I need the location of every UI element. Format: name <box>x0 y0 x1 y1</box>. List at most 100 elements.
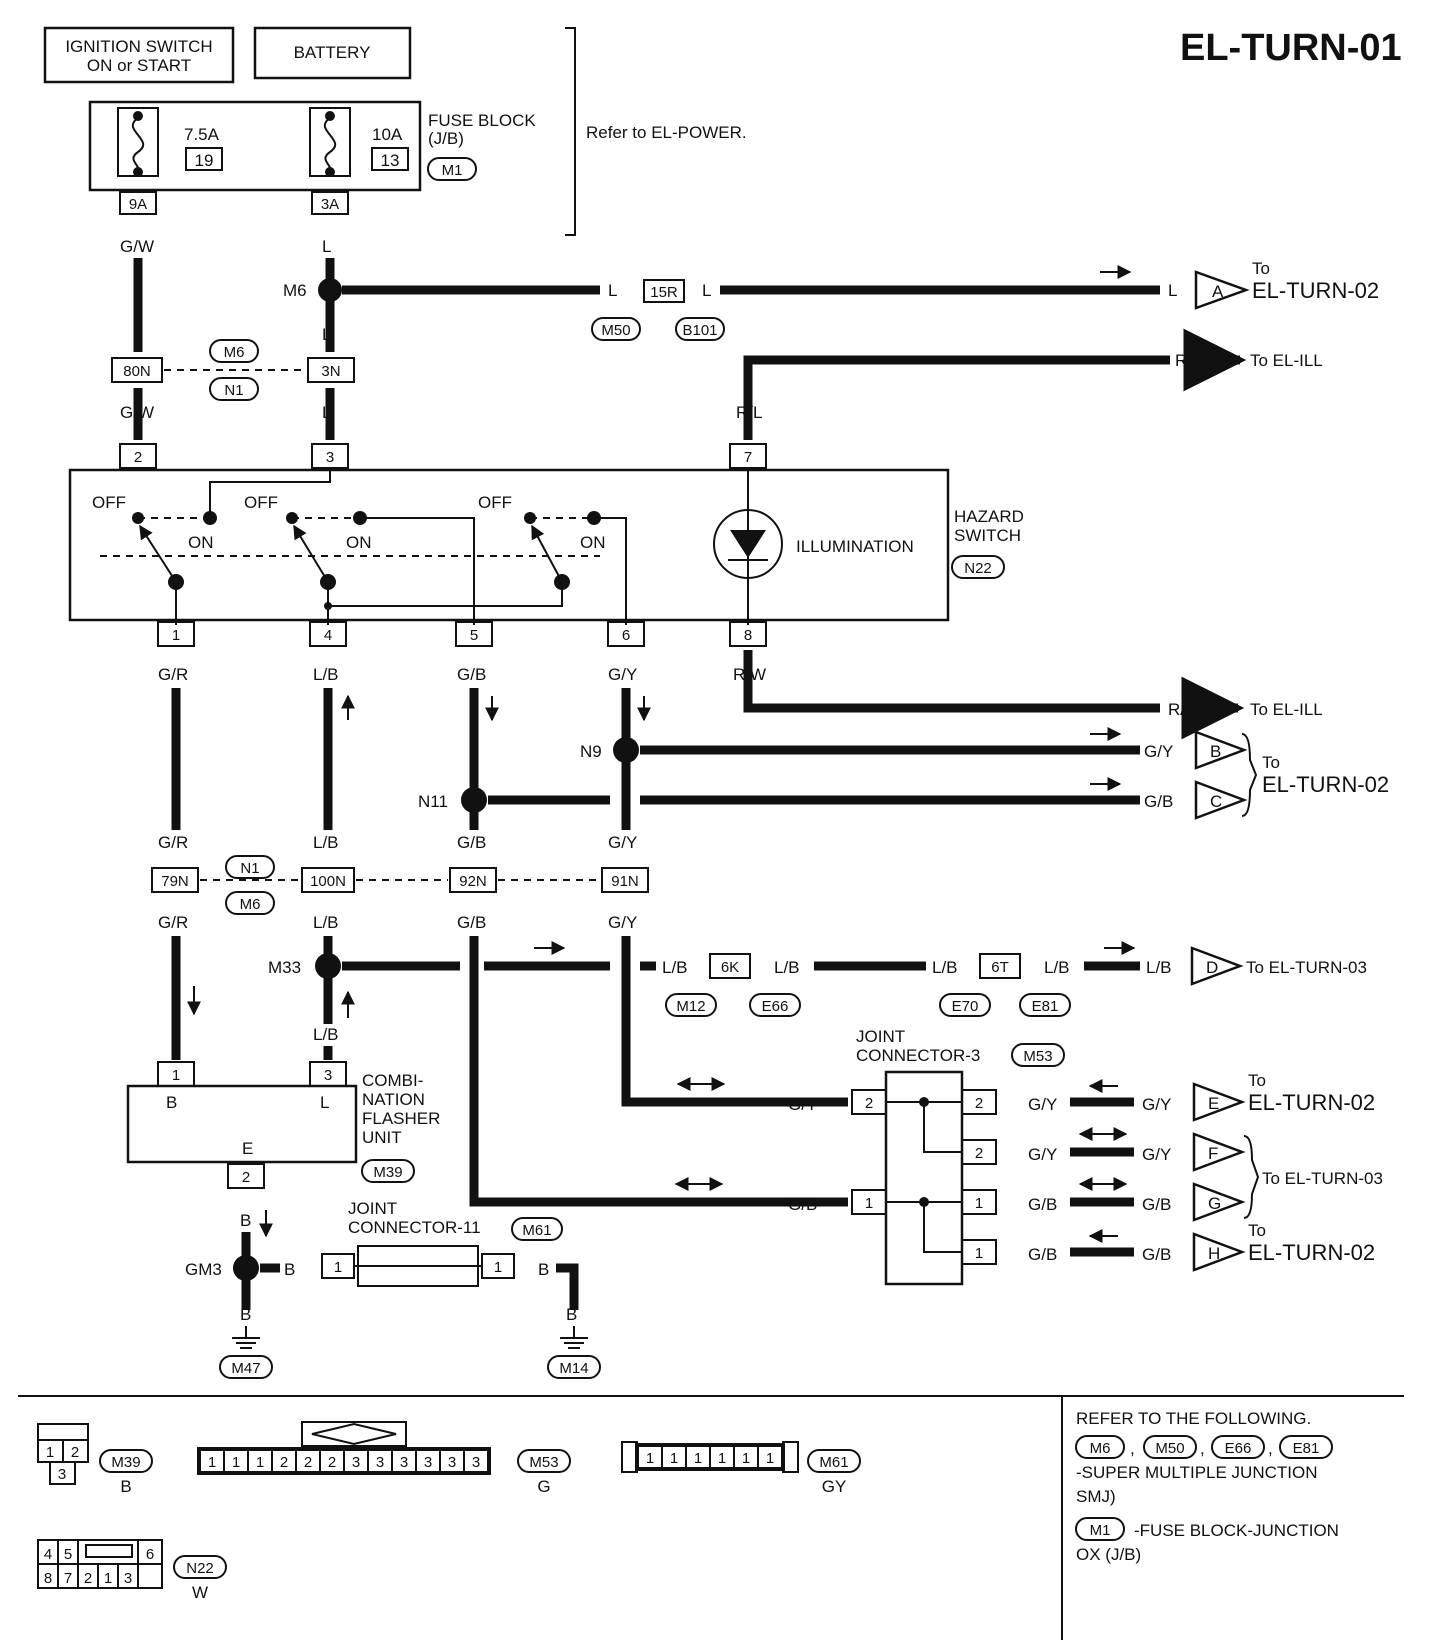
dest-ill-top: To EL-ILL <box>1250 351 1323 370</box>
m53-pin <box>463 1449 489 1473</box>
svg-text:M61: M61 <box>819 1454 848 1471</box>
wire-gr-3: G/R <box>158 913 188 932</box>
svg-text:,: , <box>1130 1439 1135 1458</box>
m53-pin-label: 2 <box>328 1454 336 1471</box>
m53-pin-label: 3 <box>448 1454 456 1471</box>
legend-n22: 4 5 6 8 7 2 1 3 N22 W <box>37 1539 227 1602</box>
svg-text:To: To <box>1248 1071 1266 1090</box>
hazard-pin-5: 5 <box>470 627 478 644</box>
flasher-pin-3: 3 <box>324 1067 332 1084</box>
connector-92n: 92N <box>459 873 487 890</box>
wire-lb-d4: L/B <box>1044 958 1070 977</box>
hazard-on-3: ON <box>580 533 606 552</box>
hazard-pin-8: 8 <box>744 627 752 644</box>
flasher-pin-2: 2 <box>242 1169 250 1186</box>
wire-gy-3: G/Y <box>608 913 637 932</box>
m61-pin-label: 1 <box>646 1450 654 1467</box>
hazard-pin-2: 2 <box>134 449 142 466</box>
wire-l-mid: L <box>322 325 331 344</box>
destination-d <box>1190 946 1244 986</box>
svg-text:A: A <box>1212 282 1224 301</box>
svg-text:To: To <box>1252 259 1270 278</box>
ignition-switch-box <box>43 26 235 84</box>
m6-tag: M6 <box>224 344 245 361</box>
m61-pin-label: 1 <box>718 1450 726 1467</box>
dest-a-turn02: EL-TURN-02 <box>1252 278 1379 303</box>
terminal-9a: 9A <box>129 196 147 213</box>
wire-gy-b: G/Y <box>1144 742 1173 761</box>
n1-tag: N1 <box>224 382 243 399</box>
splice-m6-label: M6 <box>283 281 307 300</box>
svg-text:REFER TO THE FOLLOWING.: REFER TO THE FOLLOWING. <box>1076 1409 1311 1428</box>
svg-text:B: B <box>1210 742 1221 761</box>
wire-gb-h2: G/B <box>1142 1245 1171 1264</box>
wire-gr-2: G/R <box>158 833 188 852</box>
fuse-block-name: FUSE BLOCK(J/B) <box>428 111 536 148</box>
wire-b-5: B <box>566 1305 577 1324</box>
wire-gb-g1: G/B <box>1028 1195 1057 1214</box>
jc3-right-pin-2b: 2 <box>975 1145 983 1162</box>
b101-tag: B101 <box>682 322 717 339</box>
flasher-label-l: L <box>320 1093 329 1112</box>
svg-text:3: 3 <box>124 1570 132 1587</box>
splice-n11 <box>461 787 487 813</box>
battery-label: BATTERY <box>294 43 371 62</box>
wire-gb-h1: G/B <box>1028 1245 1057 1264</box>
m61-pin-label: 1 <box>766 1450 774 1467</box>
splice-n9-label: N9 <box>580 742 602 761</box>
svg-text:N22: N22 <box>186 1560 214 1577</box>
flasher-pin-1: 1 <box>172 1067 180 1084</box>
wire-gb-c: G/B <box>1144 792 1173 811</box>
wire-gr-1: G/R <box>158 665 188 684</box>
wire-gw-top: G/W <box>120 237 154 256</box>
svg-text:H: H <box>1208 1244 1220 1263</box>
refer-box: REFER TO THE FOLLOWING. M6 , M50 , E66 ,… <box>1075 1409 1344 1564</box>
m53-pin-label: 2 <box>280 1454 288 1471</box>
m61-pin <box>757 1445 783 1469</box>
hazard-on-2: ON <box>346 533 372 552</box>
dest-ill-bottom: To EL-ILL <box>1250 700 1323 719</box>
splice-gm3-label: GM3 <box>185 1260 222 1279</box>
wire-b-2: B <box>284 1260 295 1279</box>
connector-79n: 79N <box>161 873 189 890</box>
wire-b-3: B <box>240 1305 251 1324</box>
svg-text:B: B <box>120 1477 131 1496</box>
m53-pin-label: 3 <box>376 1454 384 1471</box>
m61-pin-label: 1 <box>742 1450 750 1467</box>
wire-lb-4: L/B <box>313 1025 339 1044</box>
connector-6k: 6K <box>721 959 739 976</box>
connector-3n: 3N <box>321 363 340 380</box>
svg-text:1: 1 <box>104 1570 112 1587</box>
dest-bc-turn02: EL-TURN-02 <box>1262 772 1389 797</box>
splice-m6 <box>318 278 342 302</box>
refer-smj: -SUPER MULTIPLE JUNCTION SMJ) <box>1076 1463 1322 1506</box>
wire-lb-3: L/B <box>313 913 339 932</box>
svg-text:M50: M50 <box>1155 1440 1184 1457</box>
illumination-lamp <box>713 509 783 579</box>
m61-pin-label: 1 <box>670 1450 678 1467</box>
destination-g <box>1192 1182 1246 1222</box>
joint11-connector: M61 <box>522 1222 551 1239</box>
ground-m14: M14 <box>559 1360 588 1377</box>
wire-lb-d1: L/B <box>662 958 688 977</box>
svg-text:3: 3 <box>58 1466 66 1483</box>
connector-6t: 6T <box>991 959 1009 976</box>
m6-tag-2: M6 <box>240 896 261 913</box>
svg-text:To: To <box>1262 753 1280 772</box>
fuse-19-amp: 7.5A <box>184 125 220 144</box>
hazard-pin-3: 3 <box>326 449 334 466</box>
terminal-3a: 3A <box>321 196 339 213</box>
jc3-left-pin-2: 2 <box>865 1095 873 1112</box>
wire-lb-d5: L/B <box>1146 958 1172 977</box>
svg-text:F: F <box>1208 1144 1218 1163</box>
wire-b-4: B <box>538 1260 549 1279</box>
battery-box <box>253 26 412 80</box>
m53-pin-label: 3 <box>400 1454 408 1471</box>
m53-pin-label: 3 <box>424 1454 432 1471</box>
wire-l-top: L <box>322 237 331 256</box>
e66-tag: E66 <box>762 998 789 1015</box>
svg-text:4: 4 <box>44 1546 52 1563</box>
